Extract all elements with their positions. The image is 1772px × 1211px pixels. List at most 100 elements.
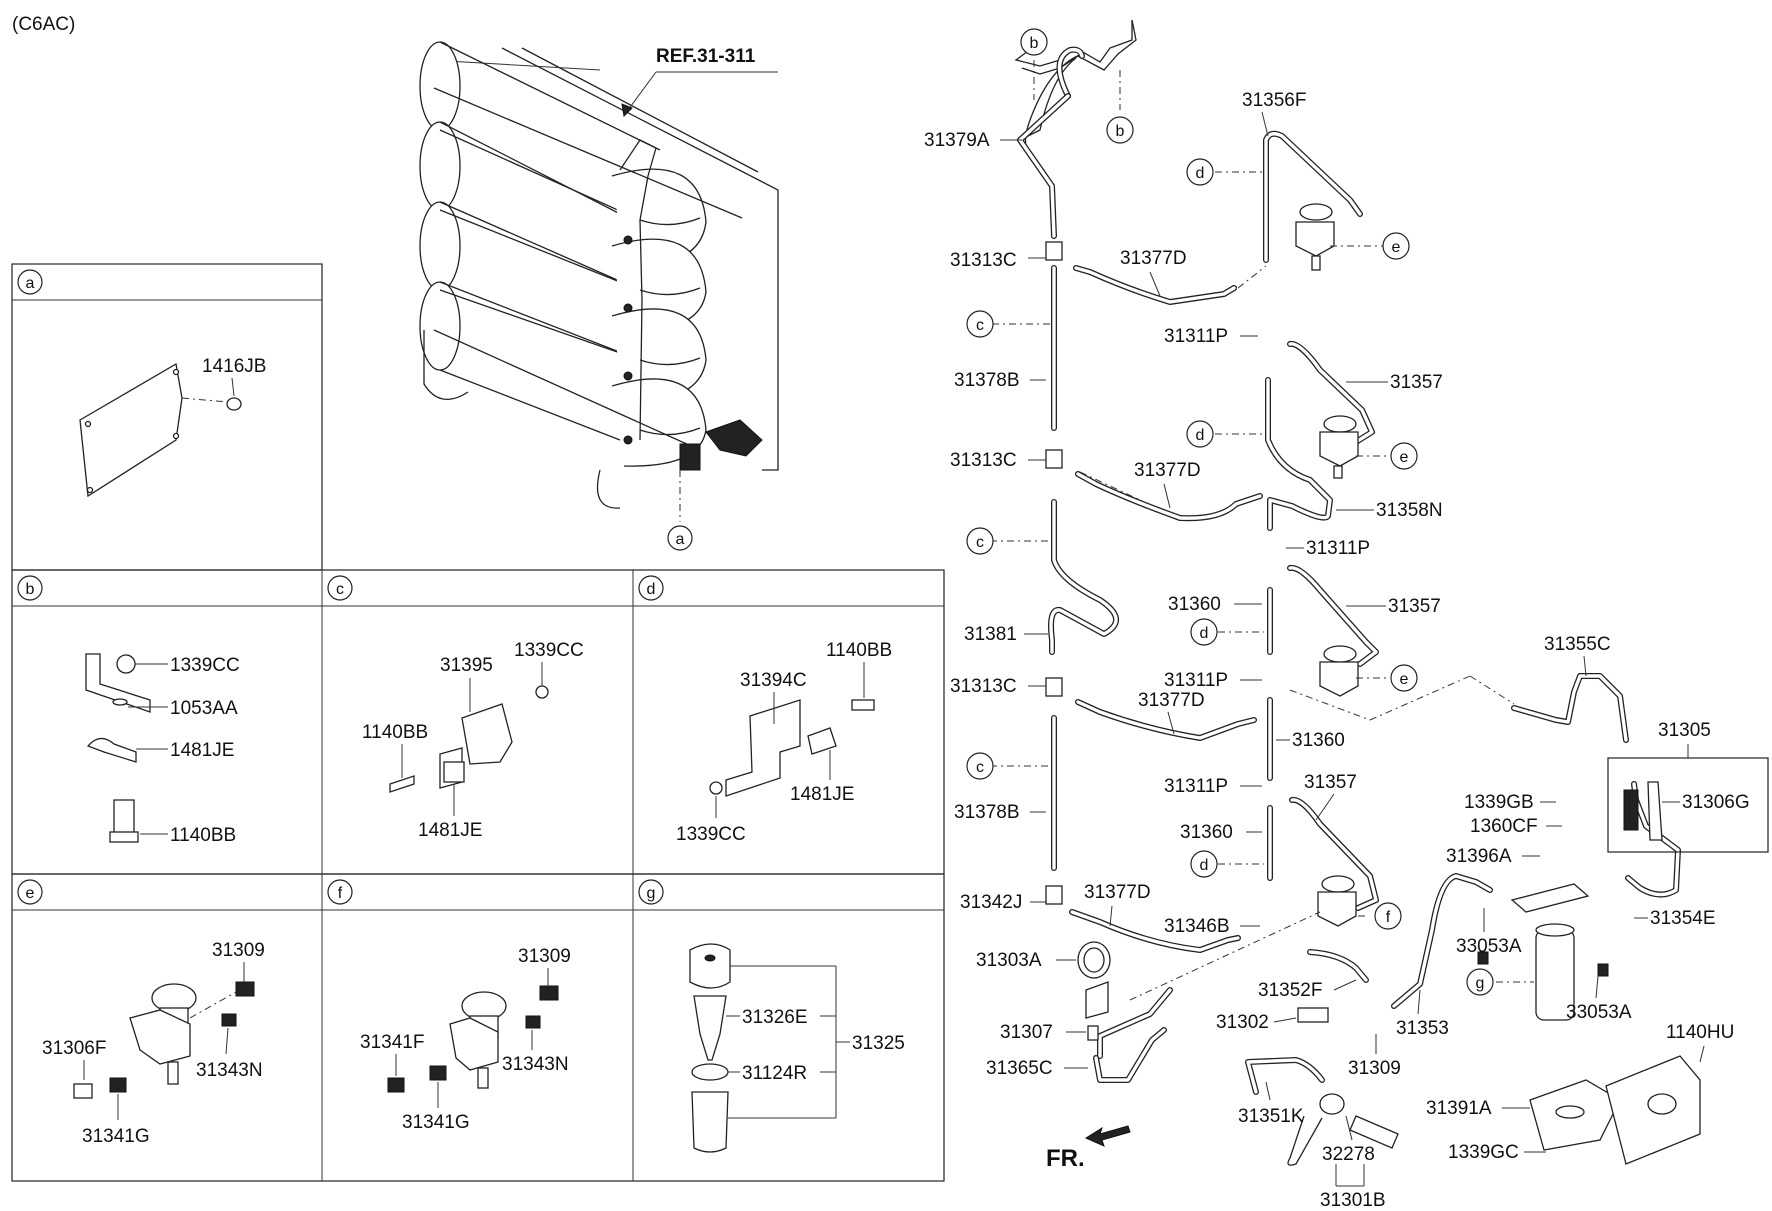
svg-text:d: d <box>1200 625 1209 642</box>
label-1140BB-d: 1140BB <box>826 640 892 661</box>
label-32278: 32278 <box>1322 1144 1375 1165</box>
inset-letter-e: e <box>17 879 43 905</box>
label-31341F: 31341F <box>360 1032 424 1053</box>
label-1360CF: 1360CF <box>1470 816 1538 837</box>
label-31353: 31353 <box>1396 1018 1449 1039</box>
letter-d-3: d <box>1190 618 1218 646</box>
svg-text:g: g <box>1476 975 1485 992</box>
label-31302: 31302 <box>1216 1012 1269 1033</box>
label-31305: 31305 <box>1658 720 1711 741</box>
svg-text:f: f <box>338 885 343 902</box>
label-31378B-1: 31378B <box>954 370 1020 391</box>
label-31346B: 31346B <box>1164 916 1230 937</box>
inset-letter-c: c <box>327 575 353 601</box>
letter-d-2: d <box>1186 420 1214 448</box>
tank-rack-illustration <box>419 41 779 509</box>
valve-body-1 <box>1295 203 1335 271</box>
label-31342J: 31342J <box>960 892 1022 913</box>
label-31325: 31325 <box>852 1033 905 1054</box>
label-31307: 31307 <box>1000 1022 1053 1043</box>
inset-letter-d: d <box>638 575 664 601</box>
label-1140HU: 1140HU <box>1666 1022 1734 1043</box>
model-code: (C6AC) <box>12 14 75 35</box>
label-31311P-1: 31311P <box>1164 326 1228 347</box>
label-31309-e: 31309 <box>212 940 265 961</box>
label-31394C: 31394C <box>740 670 807 691</box>
svg-text:e: e <box>26 885 35 902</box>
svg-text:c: c <box>976 317 984 334</box>
svg-text:b: b <box>1030 35 1039 52</box>
letter-c-2: c <box>966 527 994 555</box>
svg-text:d: d <box>647 581 656 598</box>
letter-c-3: c <box>966 752 994 780</box>
label-1140BB-c: 1140BB <box>362 722 428 743</box>
ref-label: REF.31-311 <box>656 46 756 67</box>
valve-f <box>387 985 559 1093</box>
label-31309-f: 31309 <box>518 946 571 967</box>
label-31357-3: 31357 <box>1304 772 1357 793</box>
label-31326E: 31326E <box>742 1007 808 1028</box>
letter-b-top: b <box>1020 28 1048 56</box>
label-31379A: 31379A <box>924 130 990 151</box>
bracket-assembly-d <box>709 699 875 797</box>
label-31341G-f: 31341G <box>402 1112 470 1133</box>
label-31351K: 31351K <box>1238 1106 1304 1127</box>
label-31301B: 31301B <box>1320 1190 1386 1211</box>
main-filter <box>1477 883 1701 1165</box>
label-33053A-2: 33053A <box>1566 1002 1632 1023</box>
label-31313C-3: 31313C <box>950 676 1017 697</box>
label-1339CC-d: 1339CC <box>676 824 746 845</box>
valve-body-3 <box>1319 645 1359 697</box>
letter-b-right: b <box>1106 116 1134 144</box>
label-31356F: 31356F <box>1242 90 1306 111</box>
label-31352F: 31352F <box>1258 980 1322 1001</box>
label-31313C-2: 31313C <box>950 450 1017 471</box>
connector-set <box>1287 1007 1399 1166</box>
label-31357-1: 31357 <box>1390 372 1443 393</box>
valve-body-4 <box>1317 875 1357 927</box>
inset-grid <box>11 263 945 1182</box>
label-1339CC-b: 1339CC <box>170 655 240 676</box>
letter-d-1: d <box>1186 158 1214 186</box>
label-31303A: 31303A <box>976 950 1042 971</box>
label-31358N: 31358N <box>1376 500 1443 521</box>
label-31360-2: 31360 <box>1292 730 1345 751</box>
label-1140BB-b: 1140BB <box>170 825 236 846</box>
label-31309: 31309 <box>1348 1058 1401 1079</box>
svg-text:c: c <box>976 759 984 776</box>
cover-plate <box>79 362 242 498</box>
letter-c-1: c <box>966 310 994 338</box>
letter-f: f <box>1374 902 1402 930</box>
label-1481JE-d: 1481JE <box>790 784 854 805</box>
main-part-labels: 31379A 31356F 31313C 31377D 31311P 31357… <box>924 90 1750 1211</box>
letter-e-1: e <box>1382 232 1410 260</box>
svg-text:b: b <box>1116 123 1125 140</box>
svg-text:e: e <box>1400 449 1409 466</box>
label-31357-2: 31357 <box>1388 596 1441 617</box>
label-1053AA: 1053AA <box>170 698 238 719</box>
svg-text:f: f <box>1386 909 1391 926</box>
letter-e-2: e <box>1390 442 1418 470</box>
label-31124R: 31124R <box>742 1063 807 1084</box>
pressure-gauge <box>1077 941 1111 1041</box>
label-31377D-1: 31377D <box>1120 248 1187 269</box>
label-31306G: 31306G <box>1682 792 1750 813</box>
letter-d-4: d <box>1190 850 1218 878</box>
svg-text:a: a <box>676 531 685 548</box>
letter-a: a <box>667 525 693 551</box>
label-31311P-4: 31311P <box>1164 776 1228 797</box>
front-direction-indicator: FR. <box>1046 1125 1131 1172</box>
label-1339GC: 1339GC <box>1448 1142 1519 1163</box>
svg-text:d: d <box>1196 427 1205 444</box>
svg-text:d: d <box>1196 165 1205 182</box>
svg-text:FR.: FR. <box>1046 1145 1085 1172</box>
label-31365C: 31365C <box>986 1058 1053 1079</box>
inset-letter-f: f <box>327 879 353 905</box>
letter-e-3: e <box>1390 664 1418 692</box>
label-31311P-3: 31311P <box>1164 670 1228 691</box>
label-31341G-e: 31341G <box>82 1126 150 1147</box>
svg-text:d: d <box>1200 857 1209 874</box>
inset-letter-b: b <box>17 575 43 601</box>
svg-text:a: a <box>26 275 35 292</box>
inset-letter-g: g <box>638 879 664 905</box>
